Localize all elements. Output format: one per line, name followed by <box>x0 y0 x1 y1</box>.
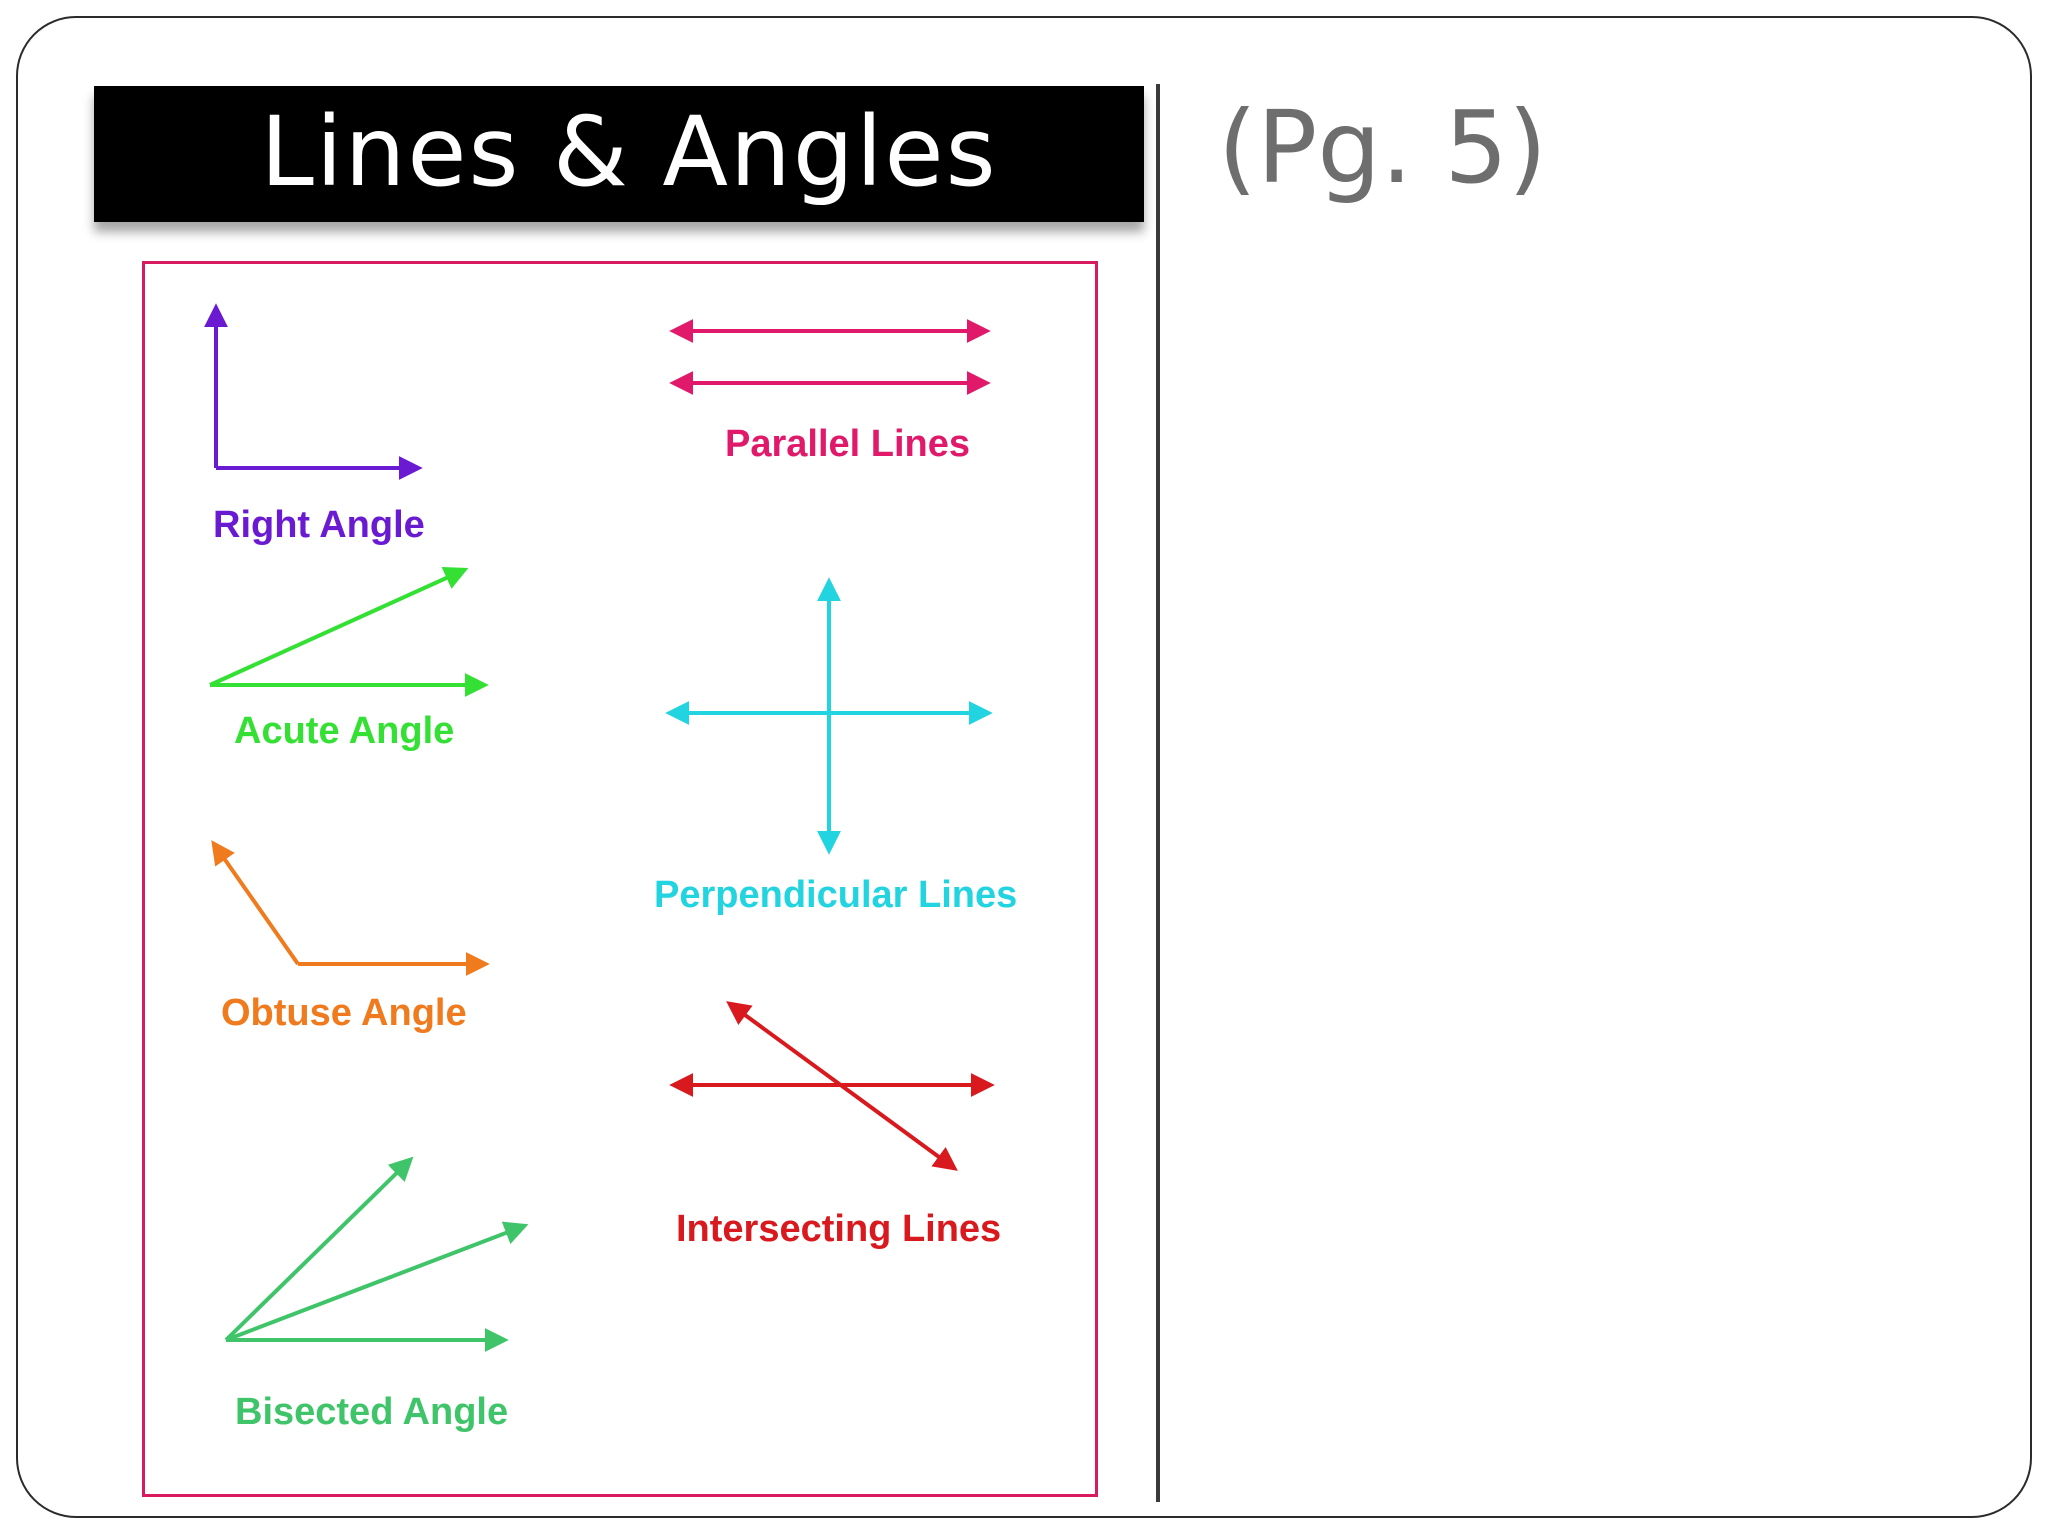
page-reference: (Pg. 5) <box>1218 89 1548 206</box>
intersecting-lines-figure <box>669 1001 995 1171</box>
parallel-lines-figure <box>669 319 991 395</box>
bisected-angle-label: Bisected Angle <box>235 1391 509 1433</box>
right-angle-label: Right Angle <box>213 504 425 546</box>
slide-frame <box>16 16 2032 1518</box>
divider-rule <box>1156 84 1160 1502</box>
page-title: Lines & Angles <box>260 96 998 208</box>
perpendicular-lines-figure <box>665 577 993 855</box>
intersecting-lines-label: Intersecting Lines <box>676 1208 1002 1250</box>
bisected-angle-figure <box>224 1156 529 1352</box>
diagram-frame <box>142 261 1098 1497</box>
obtuse-angle-label: Obtuse Angle <box>221 992 467 1034</box>
acute-angle-label: Acute Angle <box>234 710 455 752</box>
acute-angle-figure <box>209 566 489 697</box>
title-banner: Lines & Angles <box>94 86 1144 222</box>
perpendicular-lines-label: Perpendicular Lines <box>654 874 1018 916</box>
obtuse-angle-figure <box>211 840 490 976</box>
parallel-lines-label: Parallel Lines <box>725 423 971 465</box>
right-angle-figure <box>204 303 423 480</box>
